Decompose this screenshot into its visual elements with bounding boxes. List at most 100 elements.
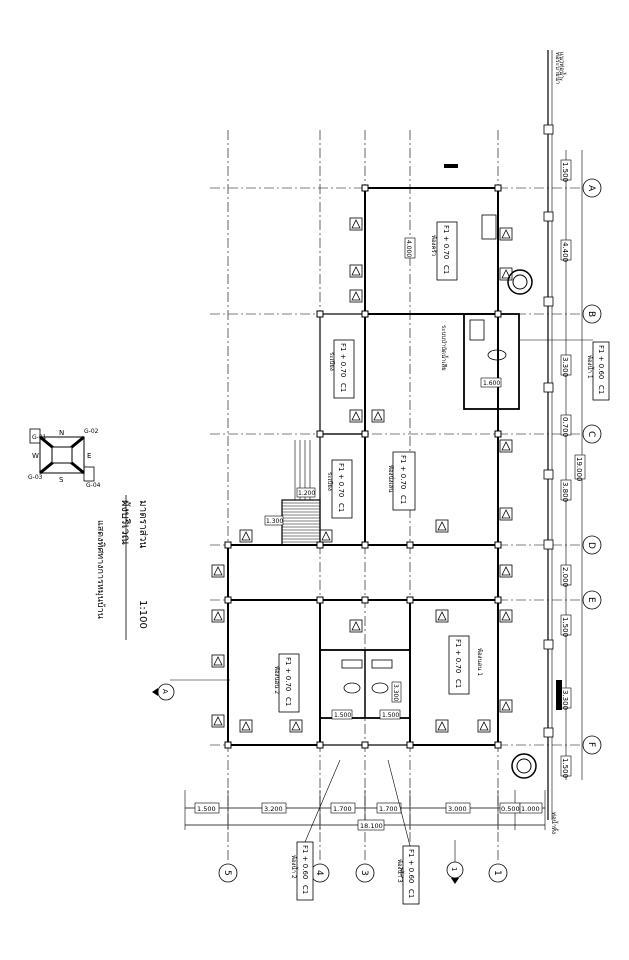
grid-3: 3 [359,870,369,876]
structural-columns [224,184,502,749]
room-kitchen-level: F1 + 0.70 [442,225,450,259]
grid-B: B [586,311,596,317]
room-bedroom1-level: F1 + 0.70 [454,639,462,673]
grid-E: E [586,597,596,603]
compass-north: N [59,429,64,437]
room-kitchen-name: ห้องครัว [430,235,437,256]
room-bedroom2-level: F1 + 0.70 [284,657,292,691]
room-bath3-code: C1 [407,889,415,898]
dim-in-1: 4.000 [405,240,412,257]
dim-in-2: 1.600 [483,380,500,387]
compass-mark-2: G-02 [84,428,99,435]
dim-in-5: 3.300 [392,684,399,701]
room-bath1-code: C1 [597,385,605,394]
pipe-note: แนวท่อน้ำ [558,52,568,78]
room-living-name: ห้องนั่งเล่น [387,465,395,492]
room-bath1-name: ห้องน้ำ 1 [586,355,596,379]
room-terrace2-level: F1 + 0.70 [337,463,345,497]
drawing-title: ผังบริเวณ [119,500,132,545]
room-bath1-level: F1 + 0.60 [597,345,605,379]
room-bath-2: ห้องน้ำ 2 F1 + 0.60 C1 [290,759,341,901]
section-marker-left: A [152,683,175,701]
dim-in-6: 1.200 [298,490,315,497]
room-kitchen: ห้องครัว F1 + 0.70 C1 [430,221,458,281]
room-terrace1-level: F1 + 0.70 [339,343,347,377]
room-terrace2-name: ระเบียง [326,472,334,491]
compass-west: W [32,452,39,460]
title-block: ผังบริเวณ มาตราส่วน 1:100 [119,495,148,640]
building-walls [227,187,520,746]
dim-r-7: 1.500 [561,617,569,637]
door-mark [444,164,458,168]
septic-tank-top [507,269,533,295]
room-bedroom1-name: ห้องนอน 1 [476,648,483,676]
room-bedroom-1: ห้องนอน 1 F1 + 0.70 C1 [448,635,483,695]
compass-mark-4: G-04 [86,482,101,489]
room-terrace2-code: C1 [337,503,345,512]
dim-b-2: 3.200 [264,805,283,813]
grid-D: D [586,542,596,549]
north-arrow-bar [556,680,562,710]
grid-letter-bubbles: A B C D E F [582,178,602,755]
room-bedroom1-code: C1 [454,679,462,688]
compass-south: S [59,476,64,484]
room-living-code: C1 [399,495,407,504]
room-bath2-name: ห้องน้ำ 2 [290,855,300,879]
room-bath2-level: F1 + 0.60 [301,845,309,879]
room-bedroom-2: ห้องนอน 2 F1 + 0.70 C1 [273,653,300,713]
dim-r-2: 4.400 [561,242,569,262]
grid-number-bubbles: 5 4 3 2 1 [218,863,508,883]
grid-4: 4 [314,870,324,876]
drawing-subtitle: มาตราส่วน [137,500,148,548]
septic-tank-bottom [511,753,537,779]
septic-note: ระบบบำบัดน้ำเสีย [440,325,450,371]
dim-r-6: 2.000 [561,567,569,587]
room-bath-1: ห้องน้ำ 1 F1 + 0.60 C1 [520,339,610,401]
drain-note: ท่อระบายน้ำ [554,52,564,84]
bottom-dimension-labels: 1.500 3.200 1.700 1.700 3.000 0.500 1.00… [194,802,543,831]
section-marker-bottom: 1 [446,861,464,884]
compass-rose: G-01 G-02 G-03 G-04 N S E W [28,428,101,489]
wastewater-note: ท่อน้ำทิ้ง [550,812,560,834]
dim-r-5: 3.800 [561,482,569,502]
compass-mark-3: G-03 [28,474,43,481]
legend-note: แสดงทิศทางการหมุนบ้าน [95,520,106,619]
room-terrace1-code: C1 [339,383,347,392]
room-terrace1-name: ระเบียง [328,352,336,371]
dim-b-5: 3.000 [448,805,467,813]
dim-in-7: 1.300 [266,518,283,525]
inner-dimension-tags: 4.000 1.600 1.500 1.500 3.300 1.200 1.30… [264,237,502,720]
compass-mark-1: G-01 [32,434,47,441]
dim-r-4: 0.700 [561,417,569,437]
svg-text:1: 1 [450,867,458,871]
dim-b-4: 1.700 [379,805,398,813]
room-living-level: F1 + 0.70 [399,455,407,489]
dim-in-3: 1.500 [334,712,351,719]
room-bath2-code: C1 [301,885,309,894]
dim-r-9: 1.500 [561,758,569,778]
dim-b-3: 1.700 [333,805,352,813]
dim-r-3: 3.300 [561,357,569,377]
room-terrace-lower: ระเบียง F1 + 0.70 C1 [326,459,353,519]
dim-in-4: 1.500 [382,712,399,719]
dim-r-total: 19.000 [575,457,583,482]
room-terrace-upper: ระเบียง F1 + 0.70 C1 [328,339,355,399]
grid-5: 5 [222,870,232,876]
dim-b-7: 1.000 [521,805,540,813]
room-bedroom2-name: ห้องนอน 2 [273,666,280,694]
room-bath-3: ห้องน้ำ 3 F1 + 0.60 C1 [387,759,420,905]
dim-r-8: 3.300 [561,690,569,710]
grid-C: C [586,431,596,437]
drawing-scale: 1:100 [137,600,148,629]
grid-A: A [586,185,596,192]
window-symbols [211,217,513,733]
room-kitchen-code: C1 [442,265,450,274]
bathroom-fixtures [341,214,507,694]
grid-F: F [586,742,596,747]
dim-b-6: 0.500 [501,805,520,813]
dim-b-1: 1.500 [197,805,216,813]
svg-text:A: A [161,689,169,694]
room-living: ห้องนั่งเล่น F1 + 0.70 C1 [387,451,416,511]
grid-1: 1 [492,870,502,876]
